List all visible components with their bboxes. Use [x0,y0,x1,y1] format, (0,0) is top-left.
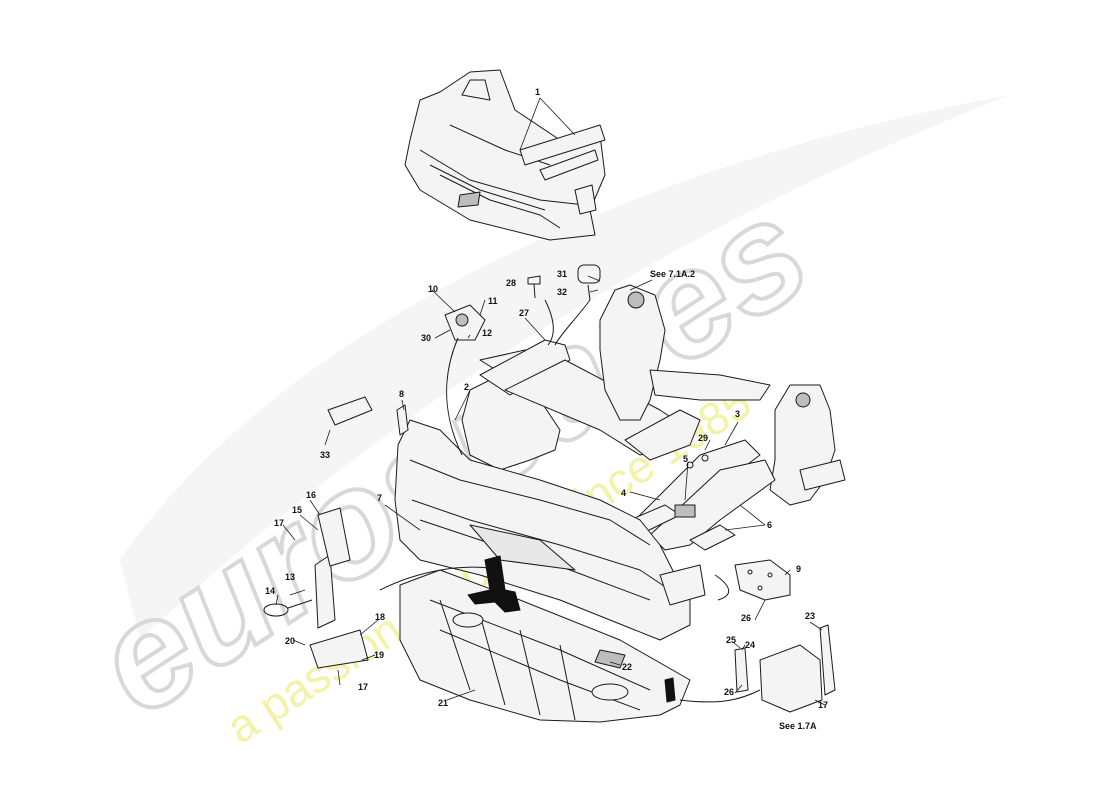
callout-11: 11 [488,296,498,306]
bracket-23 [819,624,836,696]
callout-33: 33 [320,450,331,460]
callout-13: 13 [285,572,296,582]
callout-30: 30 [421,333,432,343]
bracket-8 [396,404,409,436]
callout-7: 7 [377,493,383,503]
callout-32: 32 [557,287,568,297]
undertray-21 [399,569,691,723]
callout-19: 19 [374,650,385,660]
callout-8: 8 [399,389,405,399]
callout-23: 23 [805,611,816,621]
callout-10: 10 [428,284,439,294]
bracket-24 [734,647,749,693]
plate-6 [689,524,736,551]
callout-4: 4 [621,488,627,498]
jack-support [467,555,676,703]
callout-1: 1 [535,87,541,97]
callout-17b: 17 [358,682,369,692]
callout-26b: 26 [724,687,735,697]
bolt-28 [527,275,541,299]
bracket-plate-9 [734,559,791,601]
bump-stop-31 [577,264,601,284]
reference-see-1-7a: See 1.7A [779,721,817,731]
callout-28: 28 [506,278,517,288]
callout-2: 2 [464,382,470,392]
callout-14: 14 [265,586,276,596]
callout-16: 16 [306,490,317,500]
callout-6: 6 [767,520,773,530]
spacer-5 [674,504,696,518]
callout-27: 27 [519,308,530,318]
reference-see-7-1a-2: See 7.1A.2 [650,269,696,279]
bracket-18 [309,629,369,669]
callout-12: 12 [482,328,493,338]
callout-15: 15 [292,505,303,515]
callout-3: 3 [735,409,741,419]
callout-5: 5 [683,454,689,464]
callout-31: 31 [557,269,568,279]
strip-22 [594,649,626,669]
callout-26a: 26 [741,613,752,623]
foam-block-33 [327,396,373,426]
bumper-beam-7 [394,419,691,641]
suspension-tower-bracket [599,284,771,461]
callout-21: 21 [438,698,449,708]
bracket-16 [317,507,351,567]
screw-32 [587,284,591,301]
leader-lines [275,97,826,706]
callout-22: 22 [622,662,633,672]
callout-9: 9 [796,564,802,574]
callout-29: 29 [698,433,709,443]
callout-24: 24 [745,640,756,650]
rh-bracket [659,564,706,606]
callout-25: 25 [726,635,737,645]
reservoir-1-7a [759,644,823,713]
rh-suspension-tower [769,384,846,506]
callout-18: 18 [375,612,386,622]
tow-bracket-13 [314,554,336,629]
callout-20: 20 [285,636,296,646]
tow-eye-14 [263,599,313,617]
mount-10 [444,304,486,341]
callout-17a: 17 [274,518,285,528]
front-structure-assembly-1 [404,69,606,241]
callout-17c: 17 [818,700,829,710]
